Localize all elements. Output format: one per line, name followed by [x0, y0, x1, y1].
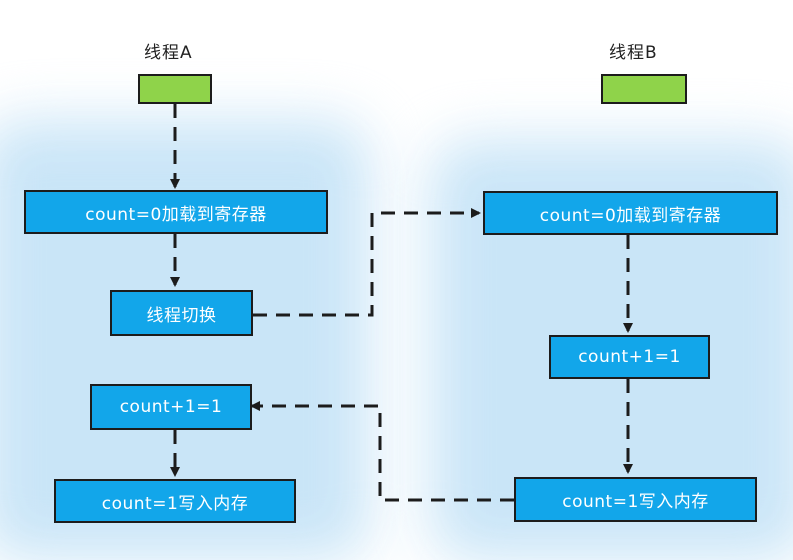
thread-b-load-label: count=0加载到寄存器	[539, 205, 722, 226]
thread-a-write-label: count=1写入内存	[101, 493, 249, 514]
thread-a-increment-node: count+1=1	[90, 384, 252, 430]
connector-layer	[170, 104, 633, 502]
thread-b-bar	[601, 74, 687, 104]
thread-a-load-label: count=0加载到寄存器	[85, 204, 267, 225]
thread-a-increment-label: count+1=1	[119, 397, 223, 417]
thread-b-write-node: count=1写入内存	[514, 477, 757, 522]
thread-a-switch-node: 线程切换	[110, 290, 253, 336]
arrow-switch-to-b-load	[253, 208, 481, 317]
thread-a-label: 线程A	[144, 43, 193, 63]
thread-b-load-node: count=0加载到寄存器	[483, 191, 778, 235]
thread-a-write-node: count=1写入内存	[54, 479, 296, 523]
thread-a-load-node: count=0加载到寄存器	[24, 190, 328, 234]
thread-b-label: 线程B	[609, 43, 658, 63]
thread-a-switch-label: 线程切换	[146, 305, 217, 326]
thread-b-increment-node: count+1=1	[549, 335, 710, 379]
thread-b-write-label: count=1写入内存	[562, 492, 709, 512]
thread-b-increment-label: count+1=1	[578, 347, 681, 367]
thread-a-bar	[138, 74, 212, 104]
